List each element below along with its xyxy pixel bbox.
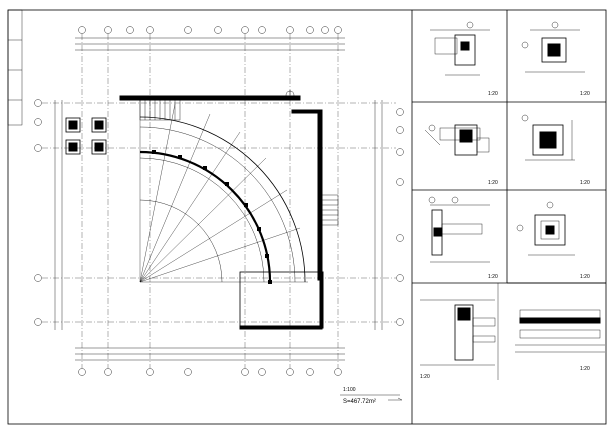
grid-lines [42,34,396,368]
title-strip [7,9,23,126]
north-arrow [285,90,295,100]
sheet-frame [7,9,607,425]
detail-grid [412,10,606,380]
plan-scale: 1:100 [343,387,356,393]
detail-7: 1:20 [420,299,496,380]
right-axis-bubbles [396,108,404,326]
detail-2-scale: 1:20 [580,91,590,97]
detail-3-scale: 1:20 [488,180,498,186]
detail-4: 1:20 [521,114,590,186]
radial-lines [139,100,308,283]
detail-8-scale: 1:20 [580,366,590,372]
area-note: S=467.72m² [343,399,376,405]
detail-5: 1:20 [428,196,498,280]
north-wall [119,95,301,101]
detail-5-scale: 1:20 [488,274,498,280]
detail-8: 1:20 [515,309,605,372]
detail-1: 1:20 [430,21,498,97]
curved-walls [139,116,306,283]
arc-columns [152,150,272,284]
detail-6-scale: 1:20 [580,274,590,280]
detail-2: 1:20 [521,21,590,97]
detail-7-scale: 1:20 [420,374,430,380]
top-axis-bubbles [78,26,342,34]
bottom-axis-bubbles [78,368,342,376]
detail-3: 1:20 [424,124,498,186]
detail-4-scale: 1:20 [580,180,590,186]
left-axis-bubbles [34,99,42,326]
detail-1-scale: 1:20 [488,91,498,97]
entry-columns [65,117,107,155]
side-stair [317,194,339,226]
detail-6: 1:20 [516,201,590,280]
southeast-room [239,271,323,329]
floor-plan: 1:100 S=467.72m² [34,26,404,405]
